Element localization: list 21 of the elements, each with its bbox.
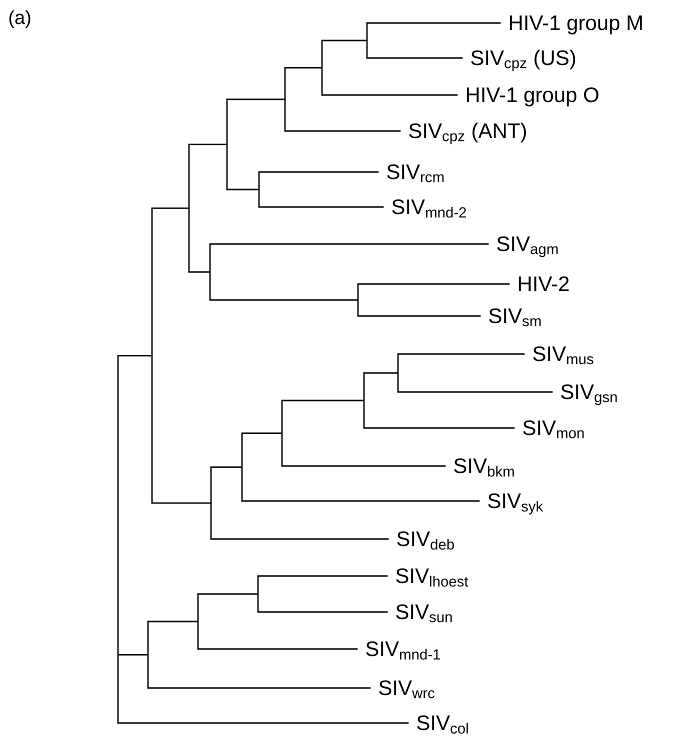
taxon-label: SIV$_{bkm}$ bbox=[454, 458, 514, 477]
taxon-label: SIV$_{mnd-1}$ bbox=[366, 641, 440, 660]
taxon-label: SIV$_{lhoest}$ bbox=[396, 568, 468, 587]
taxon-label: SIV$_{agm}$ bbox=[497, 236, 558, 258]
panel-label: (a) bbox=[9, 10, 30, 28]
taxon-label: SIV$_{cpz}$ (ANT) bbox=[409, 122, 526, 144]
taxon-label: SIV$_{sm}$ bbox=[489, 308, 541, 326]
taxon-label: SIV$_{gsn}$ bbox=[561, 384, 617, 406]
taxon-label: HIV-2 bbox=[518, 276, 569, 291]
taxon-label: SIV$_{syk}$ bbox=[488, 493, 544, 515]
taxon-label: HIV-1 group M bbox=[510, 16, 642, 34]
taxon-label: SIV$_{mus}$ bbox=[533, 346, 594, 364]
taxon-label: SIV$_{mon}$ bbox=[523, 420, 584, 438]
taxon-label: SIV$_{sun}$ bbox=[396, 604, 452, 622]
taxon-label: SIV$_{deb}$ bbox=[397, 531, 454, 550]
taxon-label: SIV$_{mnd-2}$ bbox=[392, 199, 466, 218]
taxon-label: SIV$_{col}$ bbox=[417, 715, 468, 734]
taxon-label: HIV-1 group O bbox=[466, 87, 598, 106]
taxon-label: SIV$_{rcm}$ bbox=[387, 164, 444, 182]
taxon-label: SIV$_{wrc}$ bbox=[379, 680, 435, 698]
taxon-label: SIV$_{cpz}$ (US) bbox=[471, 50, 576, 72]
